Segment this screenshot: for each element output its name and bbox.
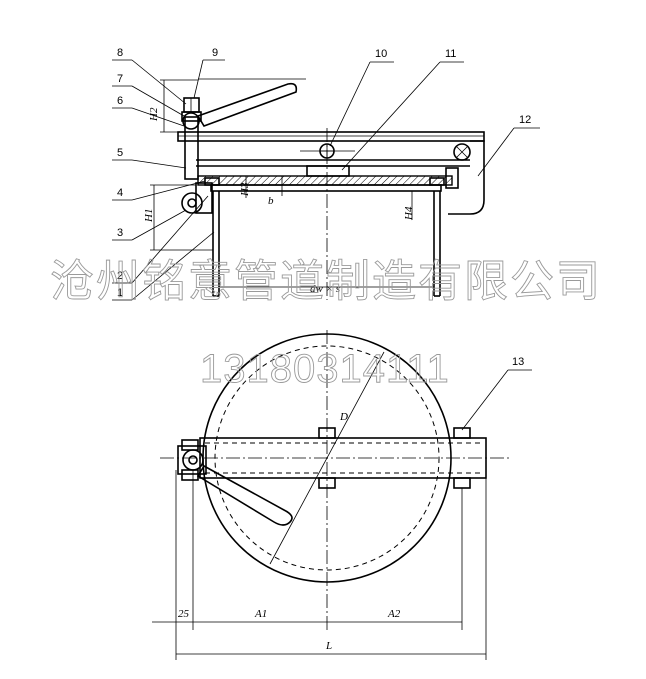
part-label-7: 7 [117,73,123,85]
right-hinge-pin-icon [453,143,471,161]
part-label-10: 10 [375,48,387,60]
dim-b-label: b [268,195,274,207]
plan-handle-lever [196,464,293,526]
dim-h4-label: H4 [403,206,415,221]
part-label-3: 3 [117,227,123,239]
dim-d-label: D [339,411,348,423]
cover-plate [177,131,485,142]
part-label-9: 9 [212,47,218,59]
dim-25-label: 25 [178,608,190,620]
part-label-4: 4 [117,187,123,199]
dim-h1-label: H1 [143,209,155,223]
part-label-8: 8 [117,47,123,59]
part-label-6: 6 [117,95,123,107]
dim-l-label: L [325,640,332,652]
plan-view: D 13 25 A1 A2 L [152,330,532,660]
sealing-plate [197,175,453,186]
watermark-company: 沧州铭意管道制造有限公司 [50,257,602,306]
dim-h3-label: H3 [239,182,251,197]
handle-lever [196,82,298,127]
part-label-1: 1 [117,287,123,299]
watermark-phone: 13180314111 [200,347,450,391]
part-label-12: 12 [519,114,531,126]
watermark: 沧州铭意管道制造有限公司 13180314111 [50,257,602,392]
part-label-11: 11 [445,48,456,60]
left-hinge-eye-icon [181,192,203,214]
part-label-2: 2 [117,270,123,282]
dim-dw-s-label: dw × s [310,283,340,295]
part-callouts-top: 8 9 7 6 5 4 3 2 1 10 [112,47,540,301]
elevation-view: H2 H1 H3 b H4 dw × s [143,78,485,300]
dim-a1-label: A1 [254,608,267,620]
dim-a2-label: A2 [387,608,401,620]
part-label-13: 13 [512,356,524,368]
crossbar [199,437,487,479]
part-label-5: 5 [117,147,123,159]
dim-h2-label: H2 [148,107,160,122]
